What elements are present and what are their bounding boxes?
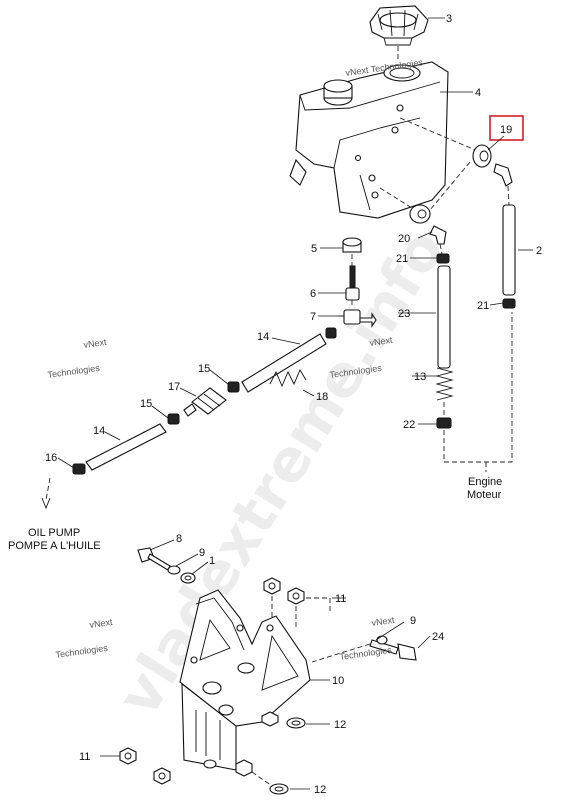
callout-17: 17: [168, 381, 180, 393]
pickup-tube-6: [345, 265, 360, 301]
clamp-14-top: [325, 327, 337, 339]
hose-14-top: [241, 333, 327, 393]
watermark-lower-left-1: vNext: [89, 617, 114, 630]
grommet-20: [409, 204, 431, 224]
callout-9-right: 9: [410, 615, 416, 627]
dash-bottom-washer: [251, 771, 273, 787]
leader-lines: [57, 17, 533, 790]
callout-13: 13: [414, 371, 426, 383]
washer-9-right: [376, 635, 388, 645]
arrow-to-oil-pump: [41, 497, 51, 510]
callout-7: 7: [310, 311, 316, 323]
dash-to-engine: [443, 312, 513, 463]
oil-tank: [289, 61, 449, 219]
dash-24-bracket: [311, 643, 371, 663]
callout-14-top: 14: [257, 331, 269, 343]
clamp-21-left: [436, 253, 450, 264]
grommet-5: [342, 237, 362, 253]
callout-16: 16: [45, 452, 57, 464]
washer-1: [180, 572, 196, 584]
watermark-mid-1: vNext: [369, 335, 394, 348]
clamp-22: [436, 417, 452, 429]
clamp-15-bottom: [167, 413, 180, 425]
callout-10: 10: [332, 675, 344, 687]
callout-3: 3: [446, 13, 452, 25]
nut-bottom-right: [235, 759, 253, 777]
nut-11-top-left: [263, 577, 281, 595]
washer-12-bottom: [269, 783, 289, 795]
dash-nuts-bracket: [271, 596, 297, 628]
dash-19-20: [429, 161, 471, 211]
callout-6: 6: [310, 288, 316, 300]
callout-2: 2: [536, 245, 542, 257]
callout-5: 5: [311, 243, 317, 255]
callout-24: 24: [432, 631, 444, 643]
washer-12-middle: [286, 717, 306, 729]
callout-8: 8: [176, 533, 182, 545]
watermark-left-2: Technologies: [47, 363, 101, 380]
callout-12-bottom: 12: [314, 784, 326, 796]
clamp-15-top: [227, 381, 240, 393]
callout-19: 19: [500, 124, 512, 136]
watermark-left-1: vNext: [83, 337, 108, 350]
callout-23: 23: [398, 308, 410, 320]
callout-15-bottom: 15: [140, 398, 152, 410]
callout-22: 22: [403, 419, 415, 431]
fuel-filter-17: [183, 387, 227, 417]
dash-tank-19: [399, 117, 481, 153]
elbow-fitting-top: [493, 163, 513, 187]
hose-23: [437, 265, 451, 369]
clamp-16: [72, 463, 86, 475]
dash-20-21: [439, 243, 443, 255]
oil-pump-label-en: OIL PUMP: [28, 527, 80, 539]
nut-11-top-right: [287, 587, 305, 605]
callout-14-bottom: 14: [93, 425, 105, 437]
elbow-fitting-20: [429, 225, 447, 245]
watermark-lower-right-2: Technologies: [339, 645, 393, 662]
highlight-box-19: [489, 115, 524, 141]
engine-label-fr: Moteur: [467, 489, 502, 501]
callout-21-right: 21: [477, 300, 489, 312]
tank-cap: [369, 5, 429, 46]
dash-11-right: [306, 597, 331, 612]
watermark-lower-left-2: Technologies: [55, 643, 109, 660]
callout-11-top: 11: [335, 593, 346, 605]
callout-21-left: 21: [396, 253, 408, 265]
oil-pump-label-fr: POMPE A L'HUILE: [8, 540, 101, 552]
callout-12-middle: 12: [334, 719, 346, 731]
hose-2: [502, 204, 516, 296]
bracket-10: [179, 589, 311, 771]
callout-15-top: 15: [198, 363, 210, 375]
callout-18: 18: [316, 391, 328, 403]
callout-numbers: 3 4 19 2 20 21 21 23 13 22 5 6 7 14 18 1…: [45, 13, 542, 796]
nut-under-bracket: [261, 711, 279, 727]
callout-11-bottom: 11: [79, 751, 90, 763]
hose-14-bottom: [85, 423, 167, 471]
bolt-24: [369, 639, 417, 661]
watermark-lower-right-1: vNext: [371, 615, 396, 628]
spring-18: [269, 369, 307, 388]
washer-9: [167, 565, 181, 575]
callout-1: 1: [209, 555, 215, 567]
grommet-19: [472, 144, 492, 168]
clamp-21-right: [502, 298, 516, 309]
bolt-8: [137, 547, 171, 571]
dash-elbow-hose2: [507, 185, 510, 206]
nut-bottom-left-2: [153, 767, 171, 785]
engine-label-en: Engine: [468, 476, 502, 488]
callout-9-left: 9: [199, 547, 205, 559]
callout-4: 4: [475, 87, 481, 99]
spring-13: [435, 367, 454, 401]
callout-20: 20: [398, 233, 410, 245]
dash-tank-20: [379, 187, 413, 209]
dash-to-oil-pump: [45, 477, 51, 501]
nut-11-bottom: [119, 747, 137, 765]
shutoff-valve-7: [338, 309, 377, 328]
